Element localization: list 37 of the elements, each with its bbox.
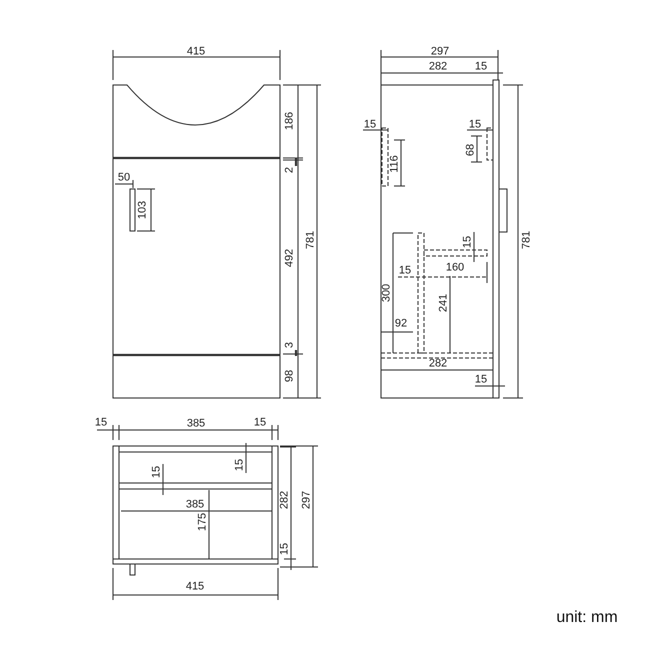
dimension-label: 297 [302, 490, 312, 510]
dimension-label: 2 [284, 166, 296, 174]
dimension-label: 415 [186, 582, 204, 592]
dimension-label: 15 [254, 418, 266, 428]
dimension-label: 415 [186, 46, 206, 58]
dimension-label: 385 [186, 500, 204, 510]
dimension-label: 92 [394, 318, 408, 330]
dimension-label: 15 [462, 236, 474, 248]
dimension-label: 781 [522, 230, 532, 250]
dimension-label: 15 [398, 266, 412, 276]
dimension-label: 300 [382, 284, 392, 302]
dimension-label: 68 [466, 144, 476, 156]
dimension-label: 15 [364, 120, 376, 130]
dimension-label: 160 [446, 262, 464, 274]
dimension-label: 282 [428, 62, 448, 72]
dimension-label: 297 [430, 46, 450, 58]
dimension-label: 241 [438, 294, 450, 312]
dimension-label: 175 [198, 512, 208, 532]
dimension-label: 15 [468, 120, 482, 130]
dimension-label: 3 [284, 342, 296, 348]
dimension-label: 282 [280, 490, 290, 510]
dimension-label: 15 [474, 374, 488, 386]
dimension-label: 186 [284, 112, 296, 130]
dimension-label: 15 [474, 62, 488, 72]
dimension-label: 385 [186, 418, 206, 430]
dimension-label: 15 [152, 466, 162, 478]
dimension-label: 98 [284, 370, 296, 382]
dimension-label: 116 [390, 155, 400, 173]
dimension-label: 15 [234, 458, 246, 472]
dimension-label: 50 [118, 172, 130, 184]
dimension-label: 15 [94, 418, 108, 428]
dimension-label: 103 [138, 200, 148, 220]
dimension-label: 781 [306, 230, 316, 250]
dimension-label: 492 [284, 248, 296, 268]
dimension-label: 282 [428, 358, 448, 370]
dimension-label: 15 [280, 542, 290, 556]
unit-note: unit: mm [556, 610, 618, 626]
